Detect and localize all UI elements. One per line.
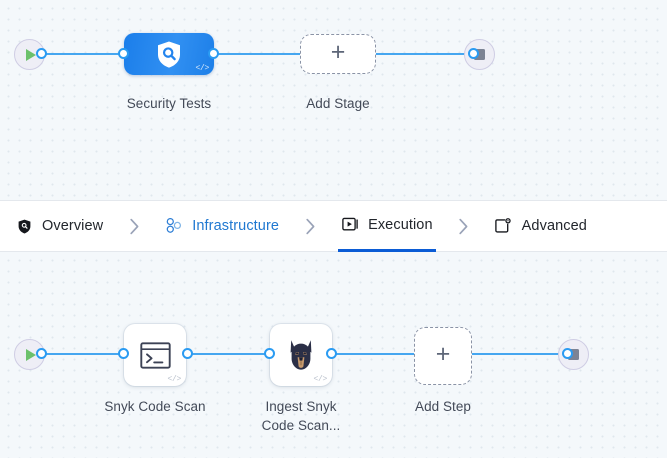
stage-start-output-port[interactable]: [36, 48, 47, 59]
stage-label-security-tests: Security Tests: [126, 96, 212, 111]
step-start-output-port[interactable]: [36, 348, 47, 359]
tab-label-advanced: Advanced: [521, 218, 587, 234]
edge-add-step-to-end: [470, 353, 566, 355]
edge-ingest-to-add-step: [330, 353, 418, 355]
plus-icon: +: [435, 340, 451, 368]
tab-separator-1: [106, 218, 162, 235]
snyk-doberman-icon: [290, 340, 312, 370]
snyk-code-scan-output-port[interactable]: [182, 348, 193, 359]
shield-icon: [15, 217, 33, 235]
play-icon: [26, 348, 36, 361]
chevron-right-icon: [305, 218, 315, 234]
tab-infrastructure[interactable]: Infrastructure: [162, 201, 282, 252]
stage-canvas[interactable]: </> Security Tests + Add Stage: [0, 0, 667, 200]
step-row: </> Snyk Code Scan: [0, 252, 667, 458]
chevron-right-icon: [130, 218, 139, 234]
stage-start-node[interactable]: [14, 39, 45, 70]
edge-snyk-code-scan-to-ingest: [186, 353, 278, 355]
play-icon: [26, 48, 36, 61]
stage-end-input-port[interactable]: [468, 48, 479, 59]
shield-search-icon: [158, 41, 180, 68]
security-tests-output-port[interactable]: [208, 48, 219, 59]
code-badge-icon: </>: [195, 64, 209, 73]
tab-execution[interactable]: Execution: [338, 201, 436, 252]
step-label-ingest-snyk-code-scan: Ingest Snyk Code Scan...: [241, 397, 361, 435]
stage-row: </> Security Tests + Add Stage: [0, 0, 667, 200]
step-canvas[interactable]: </> Snyk Code Scan: [0, 252, 667, 458]
add-step-label: Add Step: [415, 399, 471, 414]
add-step-button[interactable]: +: [414, 327, 472, 385]
step-node-ingest-snyk-code-scan[interactable]: </>: [270, 324, 332, 386]
chevron-right-icon: [459, 218, 468, 234]
ingest-snyk-code-scan-output-port[interactable]: [326, 348, 337, 359]
infrastructure-icon: [165, 217, 183, 235]
tab-label-execution: Execution: [368, 216, 433, 233]
ingest-snyk-code-scan-input-port[interactable]: [264, 348, 275, 359]
add-stage-button[interactable]: +: [300, 34, 376, 74]
snyk-code-scan-input-port[interactable]: [118, 348, 129, 359]
add-stage-label: Add Stage: [306, 96, 370, 111]
step-label-line-1: Ingest Snyk: [265, 399, 337, 414]
execution-icon: [341, 216, 359, 234]
stop-icon: [474, 49, 485, 60]
tab-separator-3: [436, 218, 492, 235]
plus-icon: +: [330, 38, 346, 66]
tab-label-infrastructure: Infrastructure: [192, 218, 280, 234]
edge-add-stage-to-end: [374, 53, 472, 55]
security-tests-input-port[interactable]: [118, 48, 129, 59]
step-label-snyk-code-scan: Snyk Code Scan: [104, 399, 206, 414]
stop-icon: [568, 349, 579, 360]
pipeline-config-tabs: Overview Infrastructure: [0, 200, 667, 252]
step-end-input-port[interactable]: [562, 348, 573, 359]
step-label-line-2: Code Scan...: [261, 418, 341, 433]
edge-security-tests-to-add-stage: [212, 53, 304, 55]
advanced-gear-icon: [495, 217, 513, 235]
edge-start-to-security-tests: [40, 53, 132, 55]
tab-label-overview: Overview: [42, 218, 104, 234]
stage-node-security-tests[interactable]: </>: [124, 33, 214, 75]
step-end-node[interactable]: [558, 339, 589, 370]
step-node-snyk-code-scan[interactable]: </>: [124, 324, 186, 386]
edge-start-to-snyk-code-scan: [40, 353, 132, 355]
tab-advanced[interactable]: Advanced: [492, 201, 590, 252]
code-badge-icon: </>: [313, 375, 327, 384]
tab-overview[interactable]: Overview: [12, 201, 106, 252]
code-badge-icon: </>: [167, 375, 181, 384]
terminal-icon: [139, 341, 171, 369]
tab-separator-2: [282, 218, 338, 235]
